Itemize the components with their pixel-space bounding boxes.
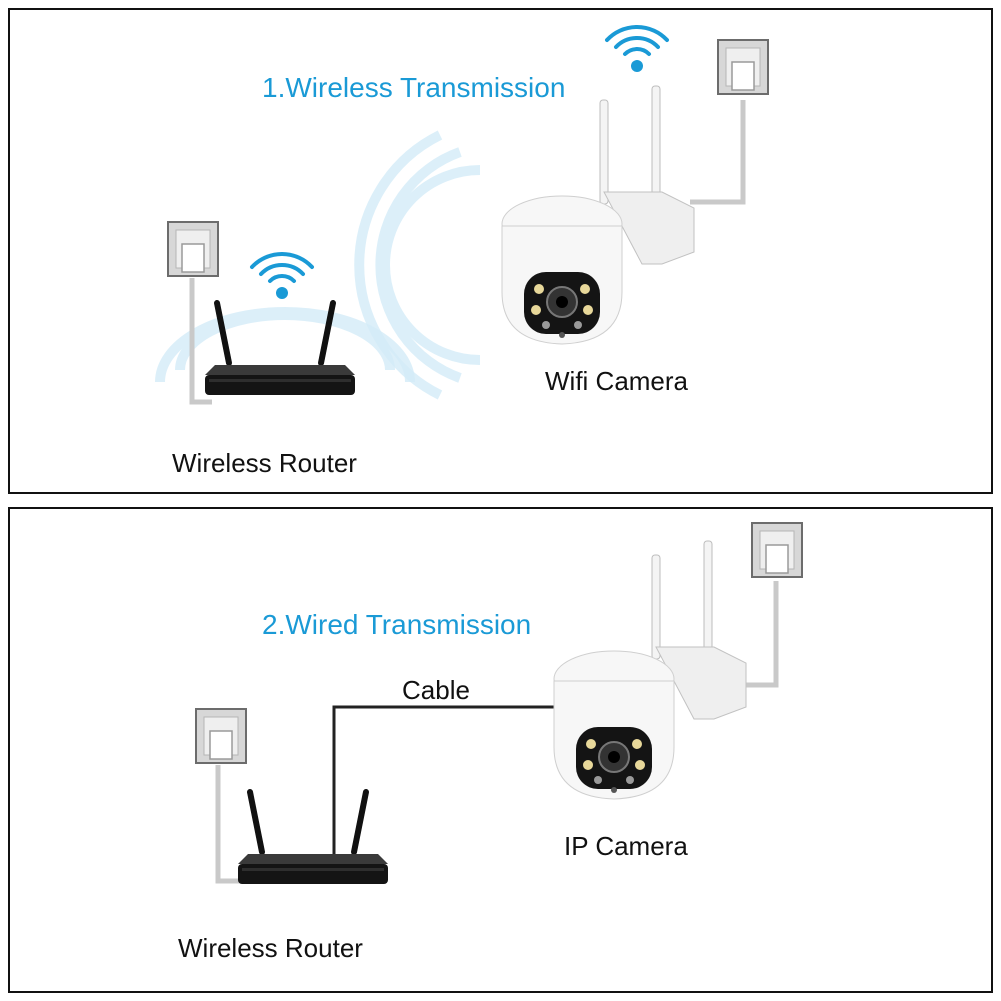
- camera-icon: [553, 540, 747, 800]
- wireless-transmission-heading: 1.Wireless Transmission: [262, 72, 566, 103]
- power-outlet-icon: [195, 708, 247, 764]
- wifi-signal-icon: [250, 251, 314, 301]
- wireless-router-label: Wireless Router: [178, 933, 363, 963]
- power-outlet-icon: [167, 221, 219, 277]
- wired-transmission-panel: 2.Wired Transmission Cable IP Camera Wir…: [8, 507, 993, 993]
- wifi-signal-icon: [605, 24, 669, 74]
- power-outlet-icon: [717, 39, 769, 95]
- network-cable: [332, 705, 554, 881]
- wired-transmission-heading: 2.Wired Transmission: [262, 609, 532, 640]
- router-power-cord: [189, 278, 212, 405]
- wireless-router-label: Wireless Router: [172, 448, 357, 478]
- router-icon: [238, 792, 388, 884]
- router-power-cord: [215, 765, 242, 884]
- camera-power-cord: [690, 100, 746, 205]
- wifi-camera-label: Wifi Camera: [545, 366, 689, 396]
- power-outlet-icon: [751, 522, 803, 578]
- camera-power-cord: [738, 581, 779, 688]
- wireless-transmission-panel: 1.Wireless Transmission Wifi Camera Wire…: [8, 8, 993, 494]
- wireless-diagram-art: [155, 24, 769, 405]
- wired-diagram-art: [195, 522, 803, 991]
- ip-camera-label: IP Camera: [564, 831, 688, 861]
- cable-label: Cable: [402, 675, 470, 705]
- camera-icon: [501, 85, 695, 345]
- signal-waves-camera: [354, 130, 481, 400]
